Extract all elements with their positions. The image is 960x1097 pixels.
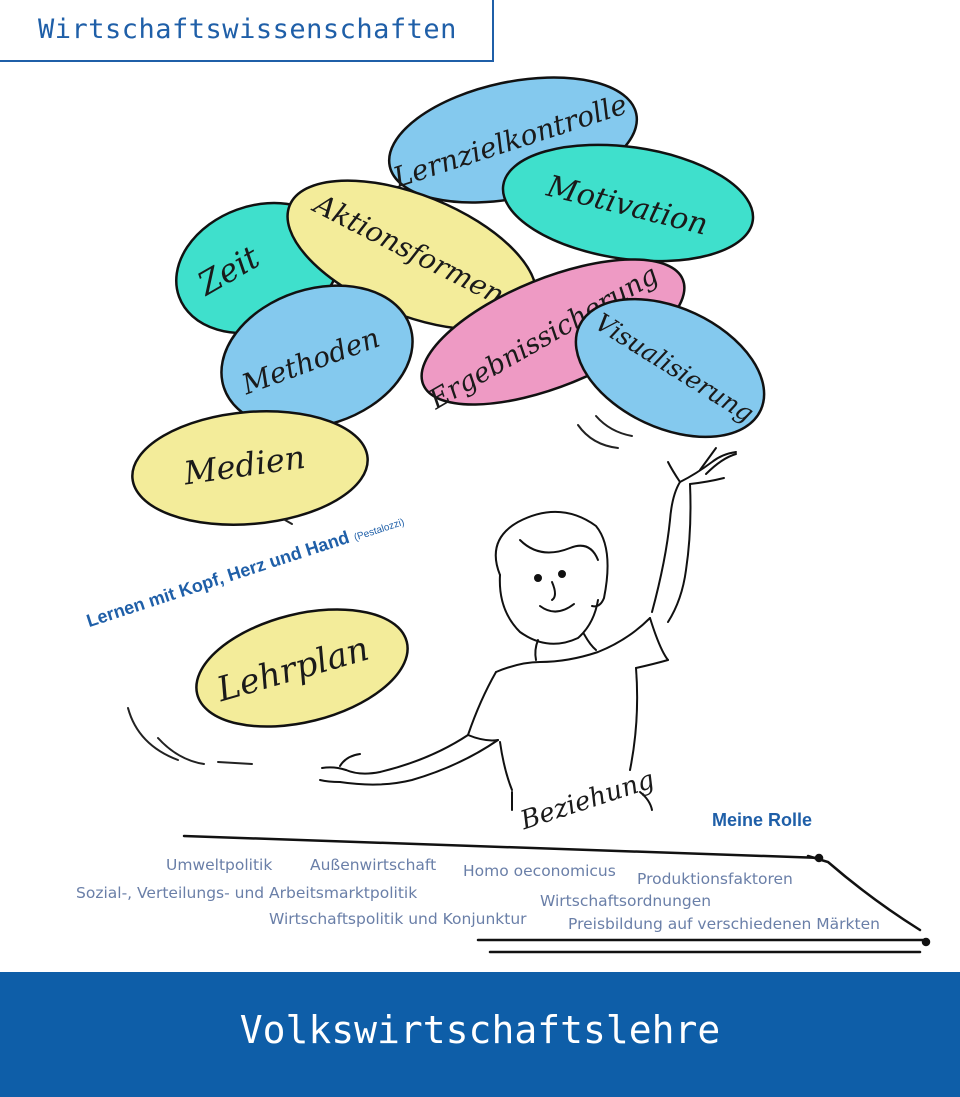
ellipse-lehrplan: Lehrplan bbox=[195, 608, 409, 728]
page-title: Wirtschaftswissenschaften bbox=[38, 14, 457, 45]
header-box: Wirtschaftswissenschaften bbox=[0, 0, 494, 62]
ellipse-shape bbox=[220, 284, 414, 430]
topic-sozialpolitik: Sozial-, Verteilungs- und Arbeitsmarktpo… bbox=[76, 884, 418, 902]
topic-produktionsfaktoren: Produktionsfaktoren bbox=[637, 870, 793, 888]
footer-bar: Volkswirtschaftslehre bbox=[0, 972, 960, 1097]
ellipse-shape bbox=[574, 297, 766, 439]
topic-aussenwirtschaft: Außenwirtschaft bbox=[310, 856, 437, 874]
ellipse-shape bbox=[501, 143, 755, 263]
topic-umweltpolitik: Umweltpolitik bbox=[166, 856, 273, 874]
topic-preisbildung: Preisbildung auf verschiedenen Märkten bbox=[568, 915, 880, 933]
role-label: Meine Rolle bbox=[712, 810, 813, 830]
baseline-lines bbox=[182, 834, 931, 954]
motion-strokes bbox=[127, 415, 633, 765]
ellipse-shape bbox=[420, 258, 686, 406]
ellipse-motivation: Motivation bbox=[501, 143, 755, 263]
teacher-figure bbox=[319, 447, 737, 811]
topic-homo-oeconomicus: Homo oeconomicus bbox=[463, 862, 616, 880]
ellipse-methoden: Methoden bbox=[220, 284, 414, 430]
ellipse-shape bbox=[195, 608, 409, 728]
beziehung-label: Beziehung bbox=[516, 765, 658, 837]
footer-title: Volkswirtschaftslehre bbox=[239, 1008, 721, 1052]
topic-konjunktur: Wirtschaftspolitik und Konjunktur bbox=[269, 910, 527, 928]
ellipse-shape bbox=[131, 410, 369, 526]
topic-wirtschaftsordnungen: Wirtschaftsordnungen bbox=[540, 892, 712, 910]
ellipse-medien: Medien bbox=[131, 410, 369, 526]
ellipse-aktionsformen: Aktionsformen bbox=[286, 179, 538, 331]
